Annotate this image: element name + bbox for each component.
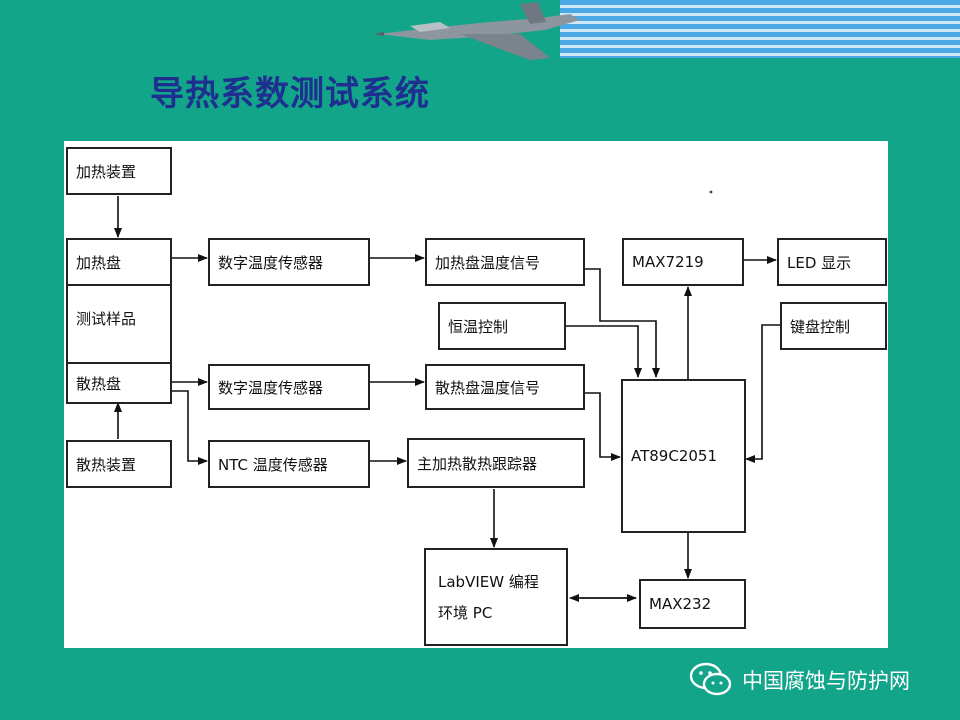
heating-plate-box: 加热盘 bbox=[66, 238, 172, 286]
tracker-box: 主加热散热跟踪器 bbox=[407, 438, 585, 488]
constant-temp-control-box: 恒温控制 bbox=[438, 302, 566, 350]
footer-brand: 中国腐蚀与防护网 bbox=[688, 660, 910, 700]
max232-box: MAX232 bbox=[639, 579, 746, 629]
cooling-plate-box: 散热盘 bbox=[66, 362, 172, 404]
cooling-temp-signal-box: 散热盘温度信号 bbox=[425, 364, 585, 410]
cooling-device-box: 散热装置 bbox=[66, 440, 172, 488]
slide-title: 导热系数测试系统 bbox=[150, 74, 430, 114]
jet-image bbox=[374, 2, 580, 60]
footer-text: 中国腐蚀与防护网 bbox=[742, 669, 910, 693]
keyboard-control-box: 键盘控制 bbox=[780, 302, 887, 350]
digital-temp-sensor-1-box: 数字温度传感器 bbox=[208, 238, 370, 286]
led-display-box: LED 显示 bbox=[777, 238, 887, 286]
labview-line-2: 环境 PC bbox=[438, 604, 493, 622]
connector-lines bbox=[114, 190, 780, 602]
heating-device-box: 加热装置 bbox=[66, 147, 172, 195]
mcu-box: AT89C2051 bbox=[621, 379, 746, 533]
test-sample-box: 测试样品 bbox=[66, 284, 172, 364]
header-stripes bbox=[560, 0, 960, 58]
labview-pc-box: LabVIEW 编程 环境 PC bbox=[424, 548, 568, 646]
diagram-panel: 加热装置 加热盘 测试样品 散热盘 散热装置 数字温度传感器 数字温度传感器 N… bbox=[64, 141, 888, 648]
labview-line-1: LabVIEW 编程 bbox=[438, 573, 539, 591]
max7219-box: MAX7219 bbox=[622, 238, 744, 286]
digital-temp-sensor-2-box: 数字温度传感器 bbox=[208, 364, 370, 410]
heating-temp-signal-box: 加热盘温度信号 bbox=[425, 238, 585, 286]
ntc-temp-sensor-box: NTC 温度传感器 bbox=[208, 440, 370, 488]
wechat-icon bbox=[689, 662, 732, 696]
